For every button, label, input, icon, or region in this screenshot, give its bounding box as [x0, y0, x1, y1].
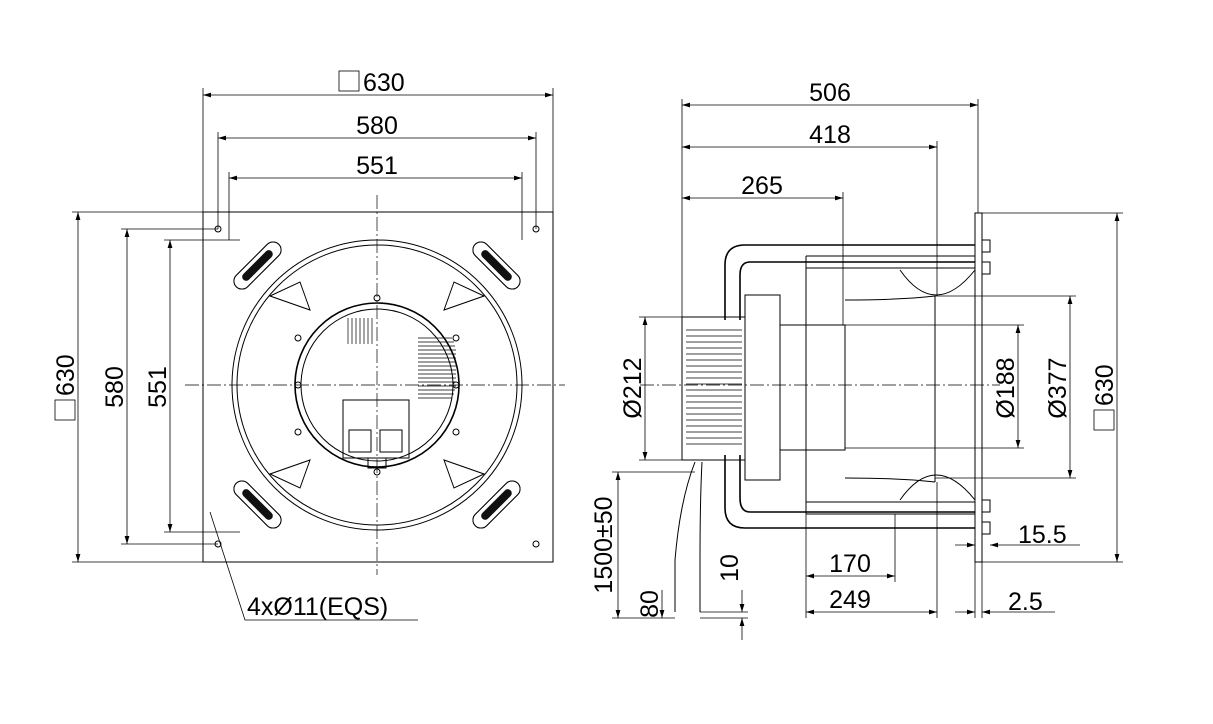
side-dimensions [612, 99, 1123, 640]
dim-15-5: 15.5 [1018, 521, 1067, 549]
dim-580-top: 580 [356, 112, 398, 140]
rotor [744, 294, 781, 481]
dim-square-630-left: 630 [52, 354, 80, 396]
square-symbol [1093, 409, 1115, 431]
dim-249: 249 [829, 586, 871, 614]
side-view: 506 418 265 Ø212 Ø188 Ø377 630 15.5 170 … [590, 79, 1123, 640]
support-arms [233, 241, 521, 529]
front-dimensions [72, 88, 554, 621]
dim-170: 170 [829, 550, 871, 578]
holes-note: 4xØ11(EQS) [247, 593, 388, 621]
dim-2-5: 2.5 [1008, 588, 1043, 616]
dim-551-top: 551 [356, 152, 398, 180]
dim-cable-10: 10 [716, 554, 744, 582]
dim-impeller-dia: Ø377 [1044, 357, 1072, 418]
dim-square-630-top: 630 [363, 69, 405, 97]
dim-motor-dia: Ø212 [619, 357, 647, 418]
front-view: 630 580 551 630 580 551 4xØ11(EQS) [52, 69, 565, 621]
dim-inlet-dia: Ø188 [992, 357, 1020, 418]
impeller [805, 255, 975, 515]
dim-plate-630: 630 [1091, 364, 1119, 406]
square-symbol [54, 399, 76, 421]
cable [674, 461, 703, 612]
bolts [981, 239, 991, 535]
dim-265: 265 [741, 172, 783, 200]
heatsink-fins [347, 318, 456, 399]
dim-418: 418 [809, 121, 851, 149]
motor-body [681, 316, 746, 461]
dim-cable-80: 80 [636, 590, 664, 618]
terminal-box [342, 399, 410, 459]
dim-506: 506 [809, 79, 851, 107]
dim-551-left: 551 [144, 366, 172, 408]
mounting-plate [202, 211, 554, 563]
support-tubes [724, 244, 975, 529]
side-plate [974, 212, 983, 563]
dim-cable-length: 1500±50 [590, 496, 618, 593]
square-symbol [338, 70, 360, 92]
dim-580-left: 580 [101, 366, 129, 408]
